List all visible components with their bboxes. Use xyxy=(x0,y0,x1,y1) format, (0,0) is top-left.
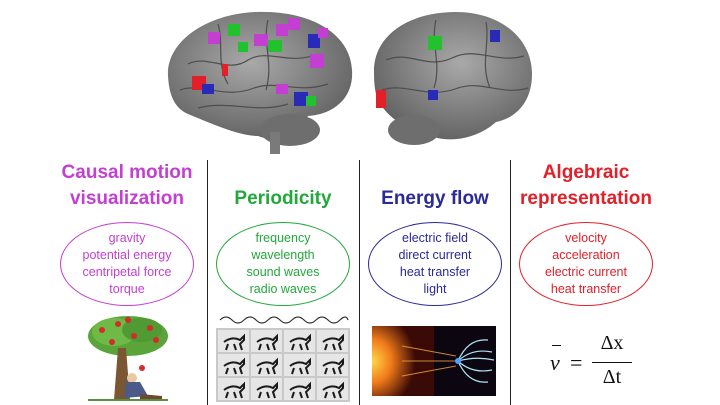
concept-oval: gravity potential energy centripetal for… xyxy=(60,222,194,306)
horse-silhouette xyxy=(289,357,311,375)
equation-lhs: v xyxy=(550,350,560,375)
column-title: visualization xyxy=(69,188,185,209)
horse-silhouette xyxy=(223,381,245,399)
column-algebraic: Algebraic representation velocity accele… xyxy=(511,160,661,405)
concept-item: light xyxy=(423,282,447,296)
column-title: Energy flow xyxy=(381,188,489,209)
concept-oval: velocity acceleration electric current h… xyxy=(519,222,653,306)
concept-oval: frequency wavelength sound waves radio w… xyxy=(216,222,350,306)
horse-silhouette xyxy=(223,357,245,375)
horse-silhouette xyxy=(289,381,311,399)
activation-spots xyxy=(376,30,500,108)
concept-item: centripetal force xyxy=(82,265,172,279)
column-title: Periodicity xyxy=(234,188,332,209)
left-hemisphere-brain-image xyxy=(167,11,353,154)
horse-silhouette xyxy=(256,333,278,351)
concept-oval: electric field direct current heat trans… xyxy=(368,222,502,306)
horse-silhouette xyxy=(256,381,278,399)
equation-denominator: Δt xyxy=(602,366,622,388)
column-divider xyxy=(510,160,511,405)
column-title: representation xyxy=(520,188,652,209)
right-hemisphere-brain-image xyxy=(374,12,532,145)
horse-silhouette xyxy=(289,333,311,351)
concept-item: potential energy xyxy=(82,248,172,262)
concept-item: torque xyxy=(109,282,145,296)
concept-item: gravity xyxy=(108,231,146,245)
concept-item: velocity xyxy=(565,231,607,245)
horse-silhouette xyxy=(223,333,245,351)
concept-item: acceleration xyxy=(552,248,620,262)
column-divider xyxy=(207,160,208,405)
horse-silhouette xyxy=(256,357,278,375)
concept-item: frequency xyxy=(255,231,311,245)
galloping-horse-sequence xyxy=(216,316,350,402)
column-title: Algebraic xyxy=(542,162,630,183)
concept-item: wavelength xyxy=(251,248,315,262)
concept-item: heat transfer xyxy=(399,265,471,279)
column-title: Causal motion xyxy=(61,162,193,183)
sun-magnetosphere xyxy=(372,326,496,396)
concept-item: direct current xyxy=(398,248,472,262)
horse-silhouette xyxy=(322,357,344,375)
activation-spots xyxy=(192,18,328,106)
column-divider xyxy=(359,160,360,405)
column-causal-motion: Causal motion visualization gravity pote… xyxy=(52,160,202,405)
fraction-bar xyxy=(592,362,632,363)
horse-silhouette xyxy=(322,381,344,399)
equation-equals: = xyxy=(570,350,583,375)
overbar xyxy=(552,345,561,346)
concept-item: radio waves xyxy=(249,282,317,296)
column-periodicity: Periodicity frequency wavelength sound w… xyxy=(208,160,358,405)
concept-item: electric field xyxy=(402,231,468,245)
horse-silhouette xyxy=(322,333,344,351)
column-energy-flow: Energy flow electric field direct curren… xyxy=(360,160,510,405)
velocity-equation: v = Δx Δt xyxy=(548,330,638,392)
apple-tree-newton-illustration xyxy=(88,316,168,401)
concept-item: heat transfer xyxy=(550,282,622,296)
concept-item: sound waves xyxy=(246,265,320,279)
equation-numerator: Δx xyxy=(600,332,624,354)
concept-item: electric current xyxy=(545,265,627,279)
